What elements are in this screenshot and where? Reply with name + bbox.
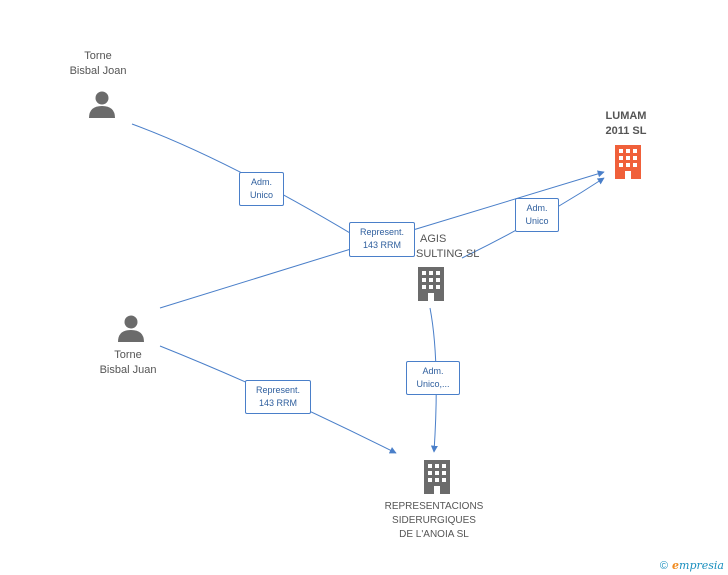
edge-label-line1: Represent. [255, 385, 301, 395]
edge-label-line1: Adm. [422, 366, 444, 376]
copyright-icon: © [659, 560, 669, 572]
person-top-label: Torne Bisbal Joan [58, 49, 138, 79]
brand-logo-text: mpresia [679, 559, 724, 572]
edge-label-line2: 143 RRM [362, 240, 401, 250]
company-agis-label: AGIS SULTING SL [404, 232, 480, 262]
edge-label-adm-unico[interactable]: Adm. Unico [239, 172, 284, 206]
brand-footer[interactable]: ©empresia [660, 559, 724, 572]
edge-label-adm-unico[interactable]: Adm. Unico [515, 198, 559, 232]
building-icon[interactable] [613, 145, 643, 179]
person-icon[interactable] [117, 314, 145, 342]
edge-label-represent[interactable]: Represent. 143 RRM [349, 222, 415, 257]
company-lumam-line1: LUMAM [605, 110, 647, 122]
company-rep-label: REPRESENTACIONS SIDERURGIQUES DE L'ANOIA… [364, 500, 504, 542]
building-icon[interactable] [415, 267, 447, 301]
building-icon[interactable] [421, 460, 453, 494]
company-lumam-label: LUMAM 2011 SL [588, 109, 664, 139]
person-icon[interactable] [88, 90, 116, 118]
edge-label-line2: 143 RRM [258, 398, 297, 408]
company-agis-line1: AGIS [420, 233, 447, 245]
company-rep-line2: SIDERURGIQUES [392, 515, 476, 526]
person-mid-label: Torne Bisbal Juan [88, 348, 168, 378]
company-agis-line2: SULTING SL [416, 248, 480, 260]
company-rep-line1: REPRESENTACIONS [384, 501, 484, 512]
person-top-name-line1: Torne [84, 50, 112, 62]
person-mid-name-line2: Bisbal Juan [99, 364, 157, 376]
brand-logo-initial: e [672, 559, 680, 572]
edge-label-line2: Unico,... [416, 379, 450, 389]
edge-label-line1: Adm. [526, 203, 548, 213]
edge-label-line1: Represent. [359, 227, 405, 237]
edge-label-line2: Unico [525, 216, 549, 226]
edge-label-line1: Adm. [250, 177, 272, 187]
company-rep-line3: DE L'ANOIA SL [399, 529, 469, 540]
edge-label-represent[interactable]: Represent. 143 RRM [245, 380, 311, 414]
edge-label-line2: Unico [249, 190, 273, 200]
person-top-name-line2: Bisbal Joan [69, 65, 127, 77]
person-mid-name-line1: Torne [114, 349, 142, 361]
edge-label-adm-unico-etc[interactable]: Adm. Unico,... [406, 361, 460, 395]
company-lumam-line2: 2011 SL [605, 125, 647, 137]
